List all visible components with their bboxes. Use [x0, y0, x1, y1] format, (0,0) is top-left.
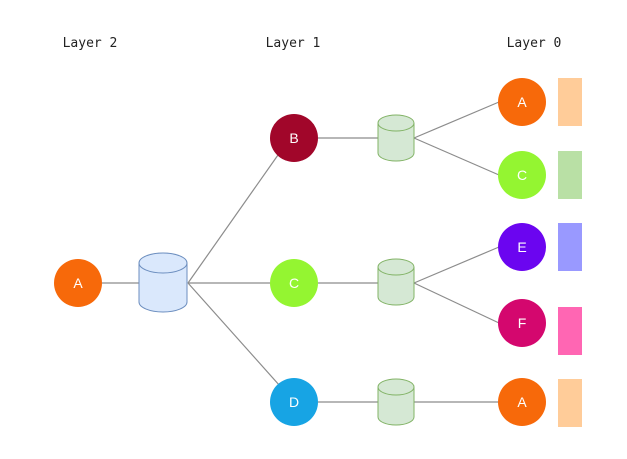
edge-root-db-to-d	[187, 282, 281, 387]
database-icon-b	[377, 114, 415, 162]
node-l2-a: A	[54, 259, 102, 307]
node-l1-d: D	[270, 378, 318, 426]
layer-1-label: Layer 1	[266, 36, 321, 51]
node-l0-c-label: C	[517, 167, 527, 183]
edge-root-db-to-b	[187, 154, 279, 284]
layer-2-label: Layer 2	[63, 36, 118, 51]
node-l0-c: C	[498, 151, 546, 199]
edge-db-b-to-c	[413, 137, 500, 176]
node-l0-a-top-label: A	[517, 94, 527, 110]
edge-db-b-to-a	[413, 101, 500, 139]
node-l0-f-label: F	[518, 315, 527, 331]
node-l0-a-bottom-label: A	[517, 394, 527, 410]
node-l1-b-label: B	[289, 130, 298, 146]
node-l0-f: F	[498, 299, 546, 347]
swatch-c	[558, 151, 582, 199]
swatch-a-top	[558, 78, 582, 126]
edge-db-c-to-f	[413, 282, 500, 324]
swatch-a-bottom	[558, 379, 582, 427]
layer-0-label: Layer 0	[507, 36, 562, 51]
node-l0-a-bottom: A	[498, 378, 546, 426]
edge-db-c-to-e	[413, 246, 500, 284]
swatch-e	[558, 223, 582, 271]
node-l0-a-top: A	[498, 78, 546, 126]
edges	[102, 101, 500, 403]
database-icon-d	[377, 378, 415, 426]
swatch-f	[558, 307, 582, 355]
node-l1-c: C	[270, 259, 318, 307]
node-l0-e-label: E	[517, 239, 526, 255]
node-l2-a-label: A	[73, 275, 83, 291]
node-l1-d-label: D	[289, 394, 299, 410]
swatches	[558, 78, 582, 427]
database-icon-root	[138, 252, 188, 313]
node-l1-b: B	[270, 114, 318, 162]
node-l1-c-label: C	[289, 275, 299, 291]
node-l0-e: E	[498, 223, 546, 271]
database-icon-c	[377, 258, 415, 306]
